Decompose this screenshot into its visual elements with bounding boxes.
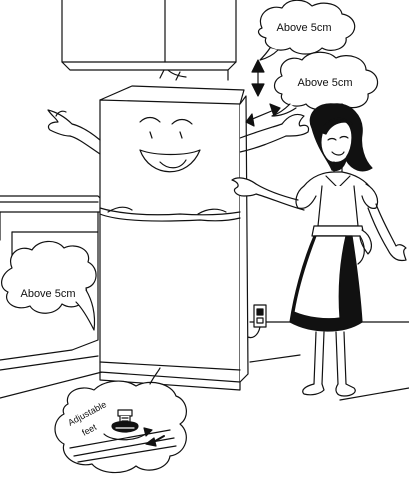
clearance-bubble-back: Above 5cm (2, 241, 96, 330)
woman-character (232, 104, 406, 396)
adjustable-feet-bubble: Adjustable feet (55, 368, 186, 473)
clearance-back-label: Above 5cm (20, 288, 75, 300)
fridge-left-arm (48, 110, 100, 154)
wall-cabinet (62, 0, 236, 80)
wall-outlet (246, 305, 266, 338)
refrigerator (100, 86, 248, 390)
clearance-side-label: Above 5cm (297, 77, 352, 89)
clearance-bubble-top: Above 5cm (259, 0, 355, 60)
clearance-arrow-top (252, 60, 264, 96)
clearance-top-label: Above 5cm (276, 22, 331, 34)
